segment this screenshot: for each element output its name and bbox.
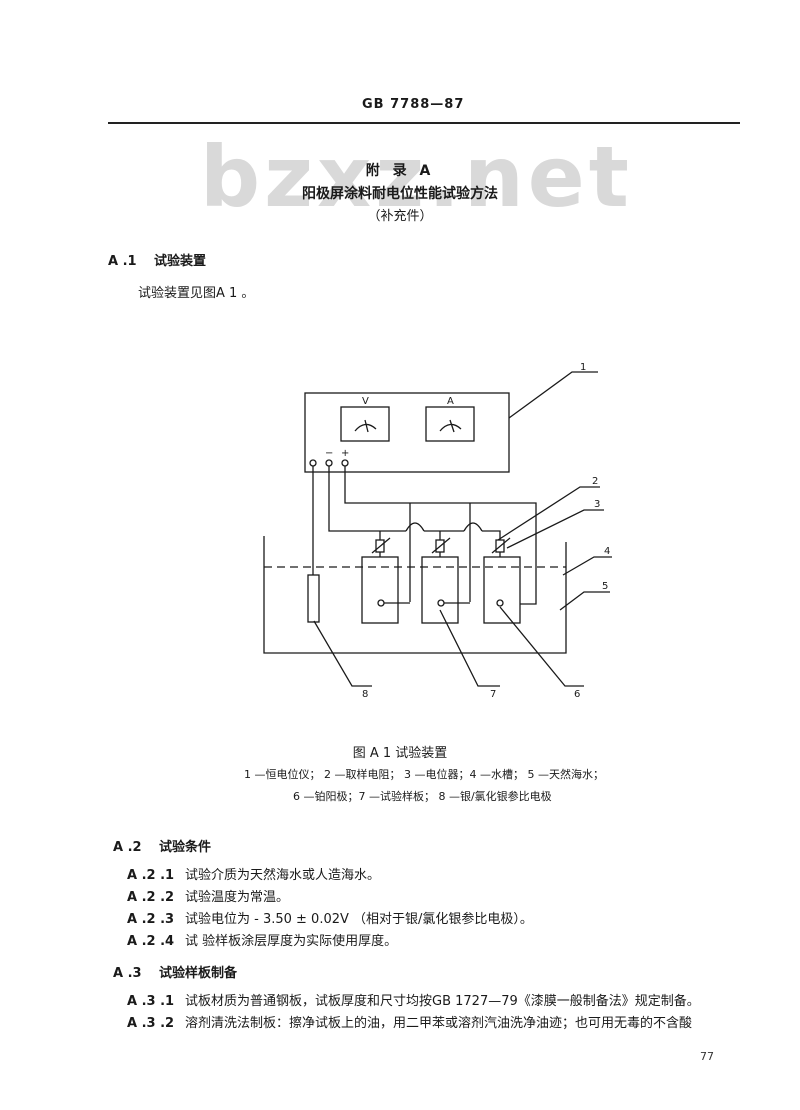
clause-text: 试验电位为 - 3.50 ± 0.02V （相对于银/氯化银参比电极）。 bbox=[185, 912, 533, 927]
callout-3: 3 bbox=[594, 499, 600, 510]
standard-code: GB 7788—87 bbox=[362, 97, 465, 112]
clause-text: 试验温度为常温。 bbox=[185, 890, 290, 905]
clause-text: 试验介质为天然海水或人造海水。 bbox=[185, 868, 381, 883]
callout-5: 5 bbox=[602, 581, 608, 592]
section-a2-heading: A .2 试验条件 bbox=[113, 836, 211, 855]
terminal-plus bbox=[341, 459, 349, 467]
clause-a2-4: A .2 .4 试 验样板涂层厚度为实际使用厚度。 bbox=[127, 930, 397, 949]
ammeter bbox=[425, 406, 475, 442]
water-tank bbox=[263, 536, 567, 654]
clause-number: A .2 .3 bbox=[127, 912, 175, 927]
reference-electrode bbox=[307, 574, 320, 623]
clause-a2-3: A .2 .3 试验电位为 - 3.50 ± 0.02V （相对于银/氯化银参比电… bbox=[127, 908, 533, 927]
voltmeter bbox=[340, 406, 390, 442]
clause-text: 试板材质为普通钢板，试板厚度和尺寸均按GB 1727—79《漆膜一般制备法》规定… bbox=[185, 994, 700, 1009]
section-number: A .3 bbox=[113, 966, 142, 981]
clause-text: 溶剂清洗法制板：擦净试板上的油，用二甲苯或溶剂汽油洗净油迹；也可用无毒的不含酸 bbox=[185, 1016, 693, 1031]
callout-2: 2 bbox=[592, 476, 598, 487]
section-number: A .2 bbox=[113, 840, 142, 855]
test-panel-3 bbox=[483, 556, 521, 624]
potentiostat-box bbox=[304, 392, 510, 473]
watermark: bzxz.net bbox=[200, 128, 633, 226]
terminal-minus bbox=[325, 459, 333, 467]
clause-number: A .3 .2 bbox=[127, 1016, 175, 1031]
clause-number: A .2 .1 bbox=[127, 868, 175, 883]
callout-7: 7 bbox=[490, 689, 496, 700]
test-panel-1 bbox=[361, 556, 399, 624]
section-a1-text: 试验装置见图A 1 。 bbox=[138, 286, 255, 301]
clause-a2-2: A .2 .2 试验温度为常温。 bbox=[127, 886, 289, 905]
figure-legend-line-2: 6 —铂阳极；7 —试验样板； 8 —银/氯化银参比电极 bbox=[293, 790, 552, 803]
clause-a2-1: A .2 .1 试验介质为天然海水或人造海水。 bbox=[127, 864, 380, 883]
callout-4: 4 bbox=[604, 546, 610, 557]
figure-caption: 图 A 1 试验装置 bbox=[352, 746, 448, 761]
minus-label: − bbox=[325, 448, 333, 459]
callout-1: 1 bbox=[580, 362, 586, 373]
ammeter-label: A bbox=[447, 396, 454, 407]
callout-8: 8 bbox=[362, 689, 368, 700]
clause-number: A .2 .2 bbox=[127, 890, 175, 905]
page-number: 77 bbox=[700, 1050, 714, 1063]
clause-number: A .3 .1 bbox=[127, 994, 175, 1009]
test-panel-2 bbox=[421, 556, 459, 624]
section-a3-heading: A .3 试验样板制备 bbox=[113, 962, 237, 981]
clause-a3-2: A .3 .2 溶剂清洗法制板：擦净试板上的油，用二甲苯或溶剂汽油洗净油迹；也可用… bbox=[127, 1012, 692, 1031]
appendix-title: 附 录 A bbox=[365, 163, 435, 179]
figure-legend-line-1: 1 —恒电位仪； 2 —取样电阻； 3 —电位器；4 —水槽； 5 —天然海水； bbox=[244, 768, 604, 781]
document-subtitle: （补充件） bbox=[367, 209, 433, 224]
clause-a3-1: A .3 .1 试板材质为普通钢板，试板厚度和尺寸均按GB 1727—79《漆膜一… bbox=[127, 990, 700, 1009]
section-title: 试验装置 bbox=[154, 254, 207, 269]
section-number: A .1 bbox=[108, 254, 137, 269]
plus-label: + bbox=[341, 448, 349, 459]
clause-text: 试 验样板涂层厚度为实际使用厚度。 bbox=[185, 934, 398, 949]
clause-number: A .2 .4 bbox=[127, 934, 175, 949]
callout-6: 6 bbox=[574, 689, 580, 700]
terminal-ref bbox=[309, 459, 317, 467]
section-a1-heading: A .1 试验装置 bbox=[108, 250, 206, 269]
header-rule bbox=[108, 122, 740, 124]
section-title: 试验样板制备 bbox=[159, 966, 238, 981]
voltmeter-label: V bbox=[362, 396, 369, 407]
document-title: 阳极屏涂料耐电位性能试验方法 bbox=[302, 186, 498, 202]
section-title: 试验条件 bbox=[159, 840, 212, 855]
